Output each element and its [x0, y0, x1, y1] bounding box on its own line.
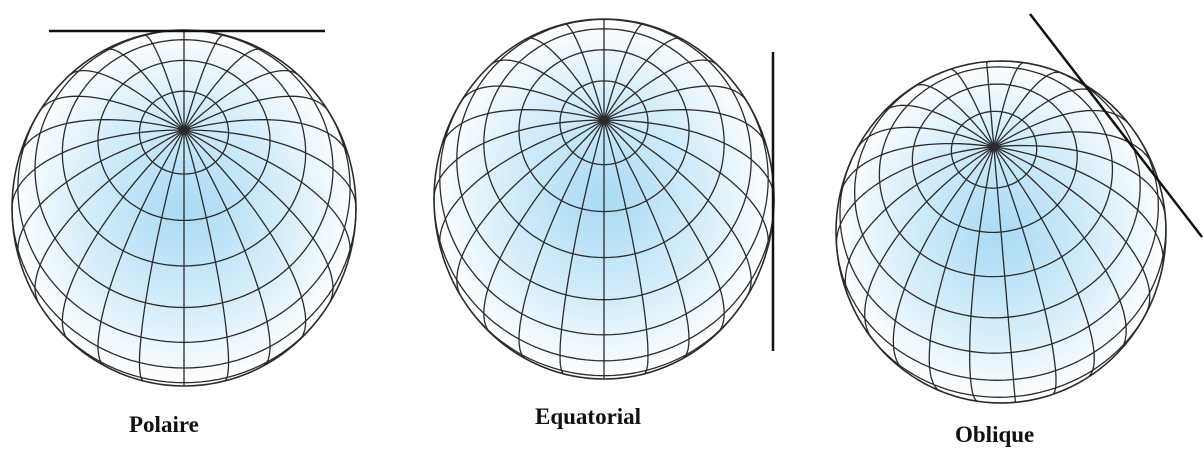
graticule-line [183, 129, 230, 382]
graticule-line [183, 129, 351, 258]
graticule-line [97, 129, 185, 366]
graticule-line [993, 146, 1151, 314]
graticule-line [518, 119, 605, 359]
graticule-line [603, 119, 690, 359]
graticule-line [911, 83, 1078, 234]
graticule-line [864, 146, 995, 339]
graticule-line [603, 119, 752, 295]
graticule-line [603, 23, 644, 121]
graticule-line [993, 88, 1097, 148]
graticule-line [993, 146, 1164, 269]
graticule-line [17, 103, 351, 343]
equatorial-grid [433, 18, 775, 379]
oblique-grid [835, 60, 1167, 404]
graticule-line [603, 119, 649, 375]
graticule-line [183, 95, 329, 131]
graticule-line [564, 23, 605, 121]
graticule-line [892, 146, 995, 371]
graticule-line [993, 146, 1127, 351]
graticule-line [854, 60, 1141, 319]
graticule-line [839, 132, 1159, 354]
graticule-line [138, 129, 185, 382]
graticule-line [456, 119, 605, 295]
graticule-line [183, 119, 349, 156]
oblique-tangent-line [1029, 13, 1203, 238]
graticule-line [461, 85, 605, 121]
graticule-line [914, 83, 995, 148]
graticule-line [144, 34, 185, 131]
graticule-line [34, 29, 334, 309]
graticule-line [11, 207, 357, 369]
graticule-line [433, 198, 775, 362]
graticule-line [61, 39, 307, 267]
equatorial-globe [433, 18, 775, 380]
graticule-line [603, 85, 747, 121]
graticule-line [465, 304, 743, 377]
graticule-line [603, 109, 767, 146]
graticule-line [878, 66, 1114, 278]
graticule-line [183, 34, 224, 131]
graticule-line [483, 28, 725, 259]
graticule-line [19, 119, 185, 156]
graticule-line [518, 49, 690, 213]
graticule-line [928, 146, 995, 392]
graticule-line [439, 93, 769, 336]
graticule-line [39, 95, 185, 131]
graticule-line [844, 146, 995, 298]
graticule-line [34, 129, 185, 303]
graticule-line [559, 119, 605, 375]
polar-grid [11, 29, 357, 386]
graticule-line [603, 59, 717, 121]
graticule-line [993, 146, 1095, 379]
caption-equatorial: Equatorial [535, 404, 642, 429]
polar-globe [11, 29, 357, 387]
graticule-line [44, 312, 324, 384]
graticule-line [183, 48, 263, 131]
graticule-line [456, 18, 752, 301]
graticule-line [993, 131, 1155, 167]
graticule-line [439, 119, 605, 250]
graticule-line [993, 71, 1062, 148]
graticule-line [97, 59, 271, 222]
graticule-line [835, 217, 1167, 381]
graticule-line [866, 305, 1151, 398]
graticule-line [603, 119, 769, 250]
graticule-line [526, 37, 605, 121]
graticule-line [70, 69, 185, 131]
graticule-line [603, 37, 682, 121]
graticule-line [839, 142, 994, 196]
graticule-line [183, 129, 271, 366]
caption-oblique: Oblique [955, 422, 1035, 447]
oblique-globe [835, 60, 1167, 404]
graticule-line [993, 146, 1057, 395]
graticule-line [491, 59, 605, 121]
graticule-line [969, 146, 995, 402]
graticule-line [138, 90, 230, 175]
graticule-line [985, 396, 1045, 404]
caption-polaire: Polaire [129, 412, 199, 437]
graticule-line [183, 129, 334, 303]
graticule-line [441, 109, 605, 146]
graticule-line [17, 129, 185, 258]
graticule-line [950, 110, 1038, 189]
graticule-line [883, 104, 995, 148]
graticule-line [183, 69, 298, 131]
graticule-line [559, 80, 649, 166]
graticule-line [105, 48, 185, 131]
